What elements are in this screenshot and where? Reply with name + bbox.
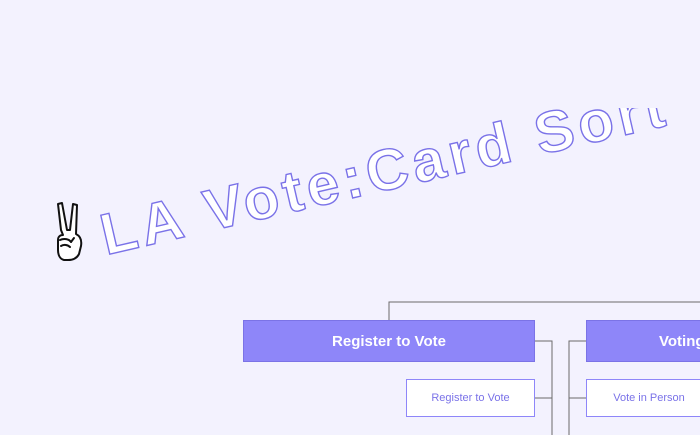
page-title-text: LA Vote:Card Sort [94,108,675,268]
card-vote-in-person[interactable]: Vote in Person [586,379,700,417]
root-connector [388,301,700,320]
right-branch-connector [568,340,586,435]
section-header-register-to-vote[interactable]: Register to Vote [243,320,535,362]
page-title: LA Vote:Card Sort [48,73,688,278]
victory-hand-icon [52,200,84,262]
card-register-to-vote[interactable]: Register to Vote [406,379,535,417]
section-header-voting[interactable]: Voting [586,320,700,362]
left-branch-connector [535,340,553,435]
